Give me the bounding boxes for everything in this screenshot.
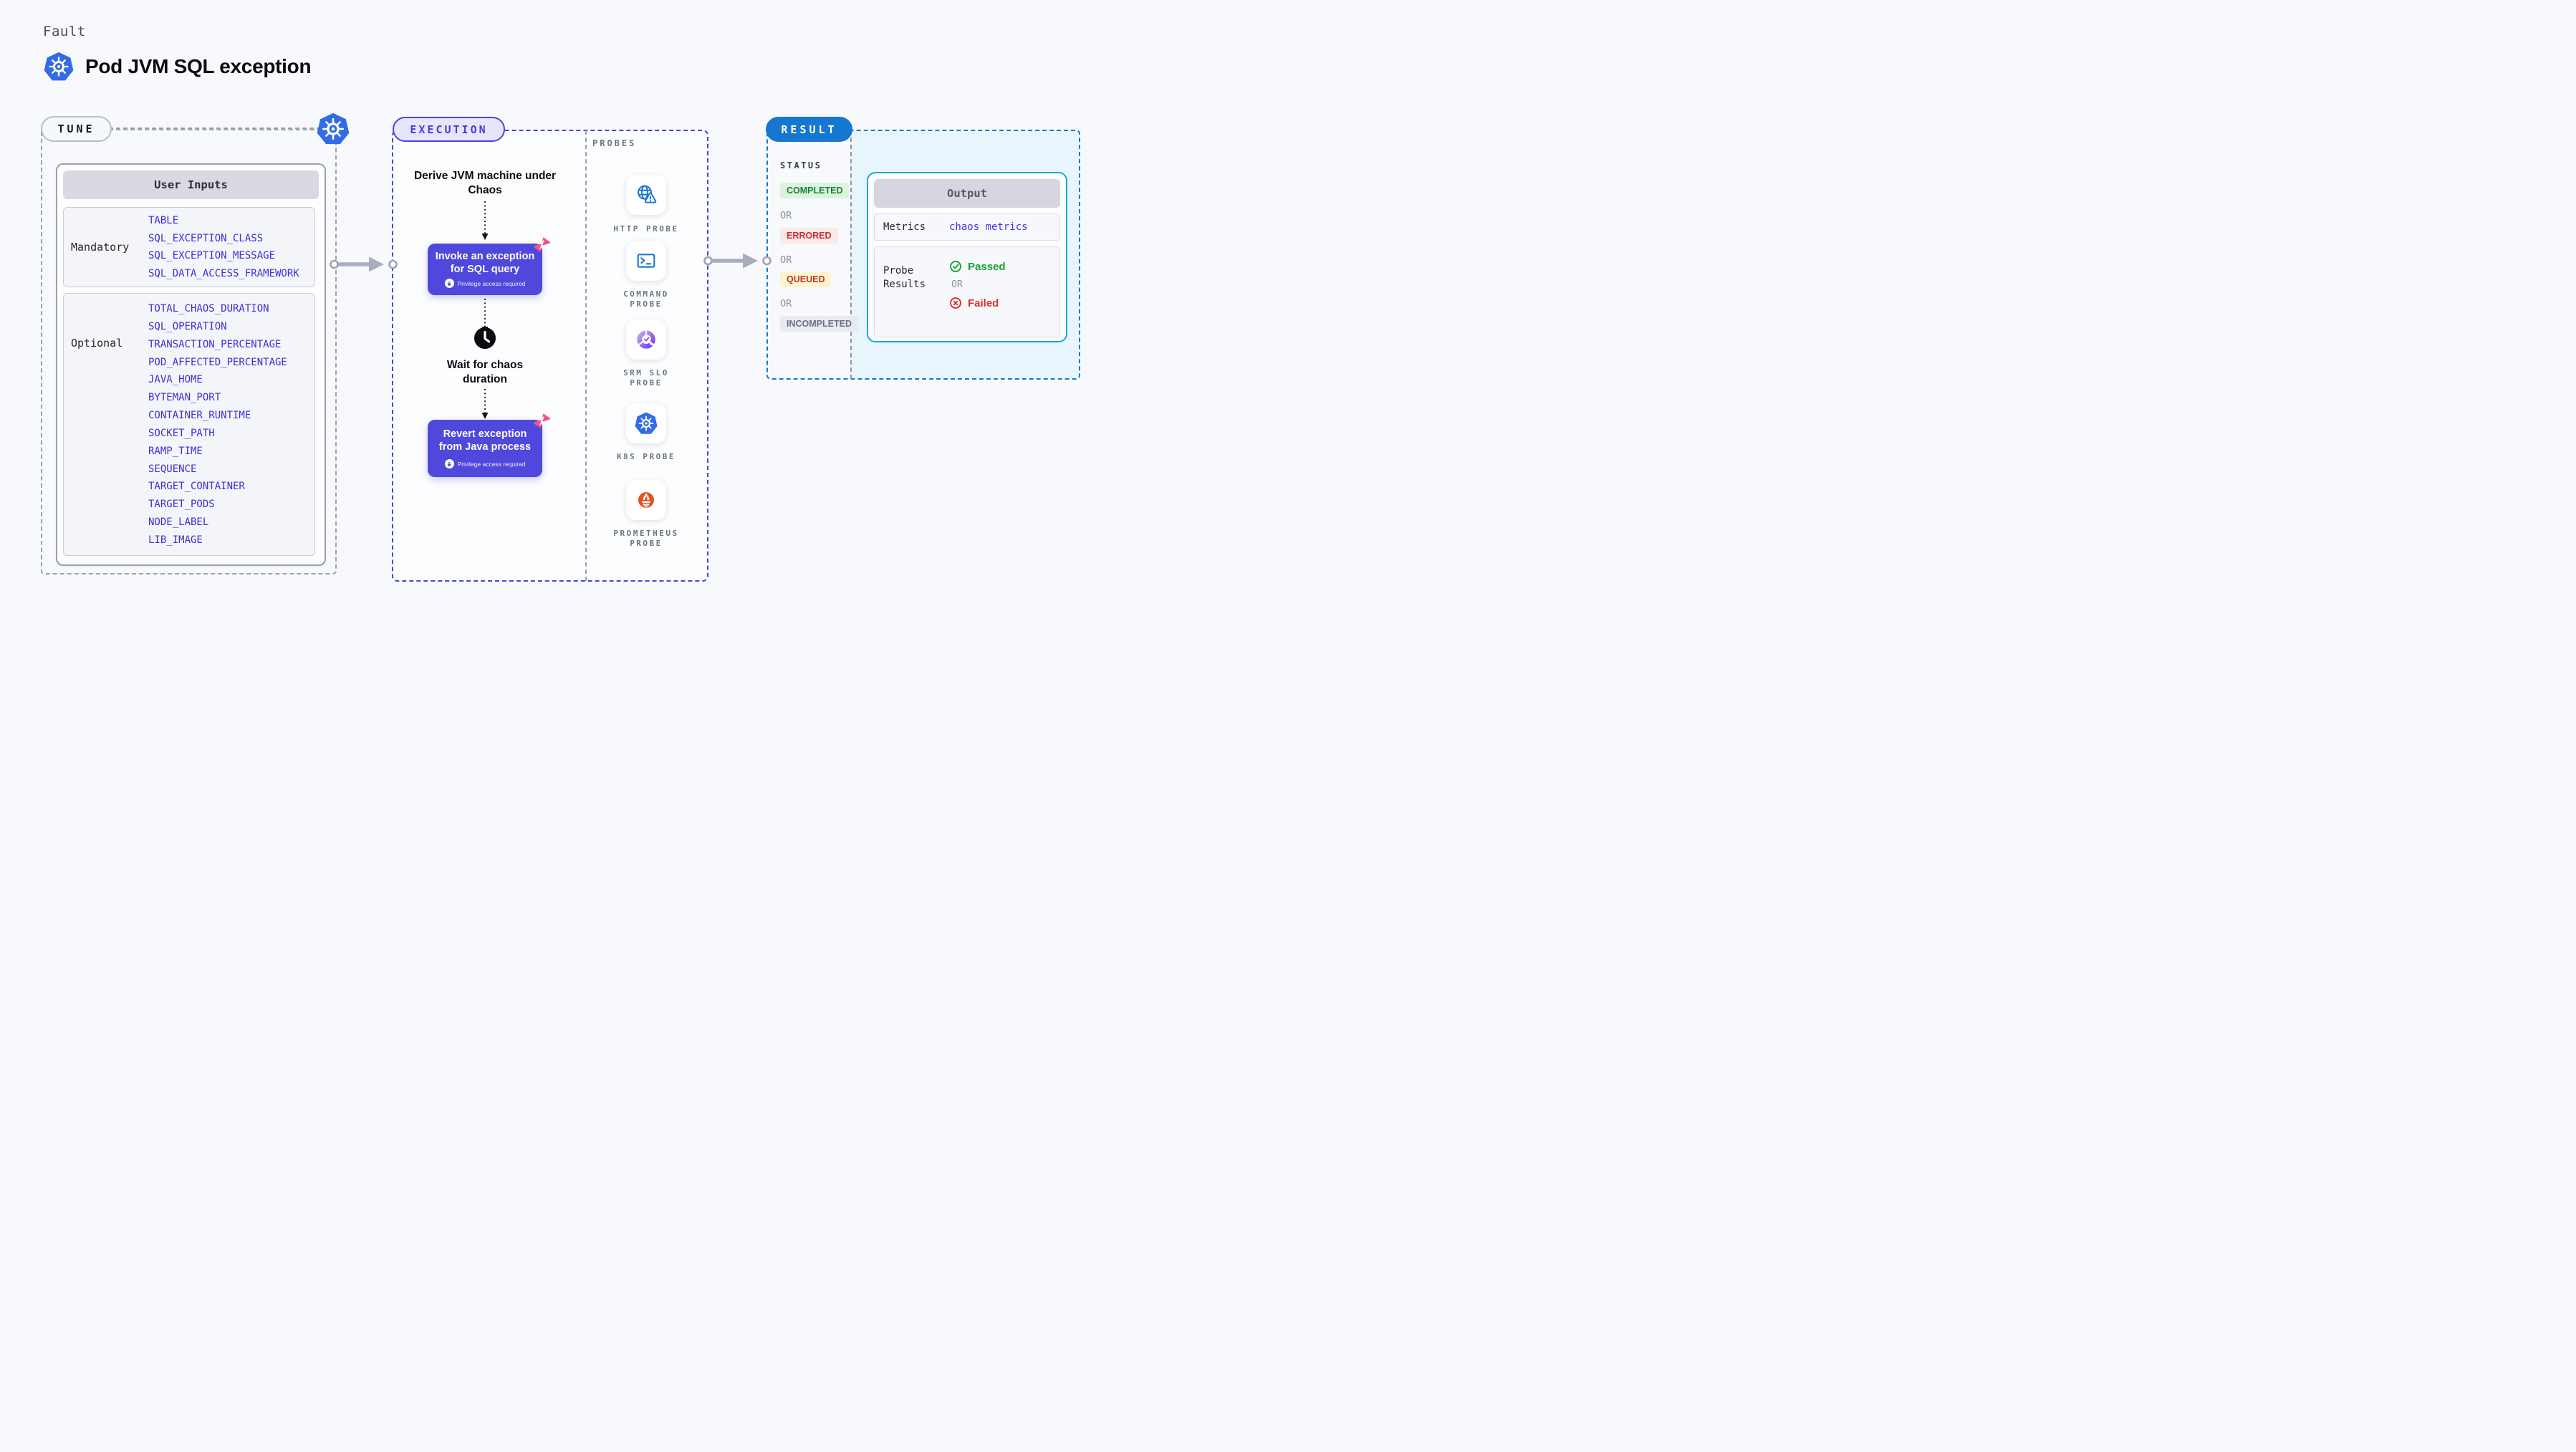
user-inputs-header: User Inputs	[63, 170, 319, 199]
input-item: SQL_EXCEPTION_MESSAGE	[148, 250, 276, 262]
or-text: OR	[780, 254, 792, 266]
revert-exception-node: Revert exception from Java process Privi…	[428, 420, 542, 477]
mandatory-label: Mandatory	[71, 241, 130, 254]
mandatory-inputs-group: Mandatory TABLE SQL_EXCEPTION_CLASS SQL_…	[63, 207, 315, 287]
optional-items: TOTAL_CHAOS_DURATION SQL_OPERATION TRANS…	[148, 294, 314, 555]
probe-name: SRM SLO PROBE	[623, 368, 669, 388]
page-title-row: Pod JVM SQL exception	[44, 51, 312, 82]
globe-alert-icon	[635, 183, 658, 206]
execution-badge: EXECUTION	[393, 117, 505, 142]
output-card-header: Output	[874, 179, 1060, 208]
step-derive-text: Derive JVM machine under Chaos	[413, 170, 557, 197]
privilege-note-text: Privilege access required	[457, 279, 526, 287]
input-item: BYTEMAN_PORT	[148, 392, 221, 404]
metrics-row: Metrics chaos metrics	[874, 213, 1060, 241]
probe-name: COMMAND PROBE	[623, 289, 669, 309]
probe-results-values: Passed OR Failed	[949, 247, 1006, 337]
privilege-note: Privilege access required	[428, 279, 542, 289]
optional-inputs-group: Optional TOTAL_CHAOS_DURATION SQL_OPERAT…	[63, 293, 315, 556]
input-item: SEQUENCE	[148, 463, 197, 475]
probe-name: HTTP PROBE	[613, 224, 679, 234]
lock-icon	[444, 279, 454, 289]
probes-section-label: PROBES	[592, 138, 637, 148]
srm-slo-probe-card	[626, 319, 666, 360]
status-badge-queued: QUEUED	[780, 271, 832, 287]
input-item: NODE_LABEL	[148, 516, 209, 529]
lock-icon	[444, 459, 454, 469]
arrow-tune-to-execution-icon	[330, 256, 398, 272]
output-card: Output Metrics chaos metrics Probe Resul…	[867, 172, 1067, 342]
node-title: Revert exception from Java process	[438, 428, 532, 453]
command-probe-card	[626, 241, 666, 281]
kubernetes-icon	[44, 51, 74, 82]
or-text: OR	[951, 279, 963, 290]
metrics-value: chaos metrics	[949, 221, 1028, 233]
probe-name: PROMETHEUS PROBE	[613, 529, 679, 549]
litmus-chaos-icon	[533, 236, 552, 254]
probe-results-label: Probe Results	[883, 265, 926, 290]
flow-arrow-down-icon	[481, 389, 489, 419]
page-title: Pod JVM SQL exception	[85, 55, 312, 77]
status-badge-errored: ERRORED	[780, 228, 838, 244]
optional-label: Optional	[71, 337, 123, 350]
x-circle-icon	[949, 297, 962, 309]
status-badge-completed: COMPLETED	[780, 183, 850, 198]
flow-arrow-down-icon	[481, 201, 489, 240]
input-item: TOTAL_CHAOS_DURATION	[148, 303, 269, 314]
prometheus-flame-icon	[635, 489, 658, 511]
input-item: POD_AFFECTED_PERCENTAGE	[148, 356, 287, 368]
tune-badge: TUNE	[41, 116, 112, 142]
input-item: CONTAINER_RUNTIME	[148, 410, 251, 422]
failed-text: Failed	[968, 297, 999, 309]
invoke-exception-node: Invoke an exception for SQL query Privil…	[428, 244, 542, 295]
probe-results-row: Probe Results Passed OR Failed	[874, 246, 1060, 337]
prometheus-probe-card	[626, 480, 666, 520]
check-circle-icon	[949, 260, 962, 273]
or-text: OR	[780, 210, 792, 221]
litmus-chaos-icon	[533, 412, 552, 431]
status-label: STATUS	[780, 160, 822, 170]
result-badge: RESULT	[766, 117, 852, 142]
input-item: TRANSACTION_PERCENTAGE	[148, 338, 282, 350]
or-text: OR	[780, 298, 792, 309]
http-probe-card	[626, 175, 666, 215]
k8s-probe-card	[626, 403, 666, 443]
execution-probes-divider	[585, 130, 587, 581]
slo-donut-icon	[635, 328, 658, 351]
clock-icon	[474, 327, 496, 349]
input-item: SQL_EXCEPTION_CLASS	[148, 232, 264, 244]
input-item: JAVA_HOME	[148, 374, 203, 386]
kubernetes-icon	[317, 112, 350, 146]
terminal-icon	[635, 249, 658, 272]
tune-panel	[41, 129, 337, 574]
input-item: TARGET_PODS	[148, 499, 215, 511]
mandatory-items: TABLE SQL_EXCEPTION_CLASS SQL_EXCEPTION_…	[148, 208, 314, 287]
metrics-label: Metrics	[883, 221, 926, 233]
input-item: SQL_OPERATION	[148, 320, 227, 332]
input-item: LIB_IMAGE	[148, 534, 203, 546]
input-item: SOCKET_PATH	[148, 427, 215, 439]
arrow-execution-to-result-icon	[703, 253, 772, 269]
result-panel	[766, 130, 1080, 380]
input-item: TABLE	[148, 215, 179, 226]
privilege-note-text: Privilege access required	[457, 460, 526, 468]
failed-line: Failed	[949, 297, 1006, 309]
kubernetes-icon	[635, 412, 658, 435]
fault-diagram-page: Fault Pod JVM SQL exception TUNE User In…	[0, 0, 1118, 630]
fault-eyebrow: Fault	[43, 24, 86, 39]
passed-line: Passed	[949, 260, 1006, 273]
passed-text: Passed	[968, 260, 1006, 273]
input-item: TARGET_CONTAINER	[148, 481, 245, 493]
probe-name: K8S PROBE	[616, 452, 676, 461]
node-title: Invoke an exception for SQL query	[435, 250, 535, 275]
status-badge-incompleted: INCOMPLETED	[780, 316, 858, 332]
result-divider	[850, 130, 852, 379]
step-wait-text: Wait for chaos duration	[446, 359, 524, 386]
input-item: SQL_DATA_ACCESS_FRAMEWORK	[148, 267, 299, 279]
tune-connector-line	[109, 128, 321, 129]
privilege-note: Privilege access required	[428, 459, 542, 469]
input-item: RAMP_TIME	[148, 445, 203, 457]
